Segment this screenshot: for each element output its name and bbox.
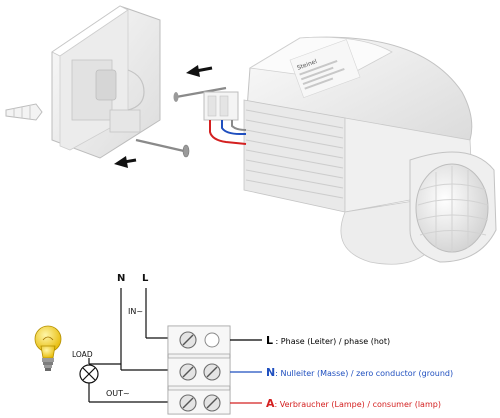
out-label: OUT~: [106, 389, 130, 398]
terminal-strip: [167, 325, 231, 415]
product-label: Steinel: [289, 39, 361, 98]
n-supply-label: N: [117, 273, 125, 284]
terminal-desc-l: Phase (Leiter) / phase (hot): [281, 337, 390, 346]
terminal-legend-n: N: Nulleiter (Masse) / zero conductor (g…: [266, 366, 453, 379]
wall-plug: [5, 103, 43, 121]
screw-lower: [135, 138, 190, 158]
screw-upper: [173, 86, 227, 102]
sensor-housing: Steinel: [243, 36, 497, 265]
terminal-letter-n: N: [266, 366, 275, 379]
lamp-symbol: [79, 364, 99, 384]
light-bulb-icon: [34, 325, 62, 371]
wiring-diagram: N L IN~ OUT~ LOAD: [34, 273, 453, 415]
terminal-legend-l: L : Phase (Leiter) / phase (hot): [266, 334, 390, 347]
terminal-desc-a: Verbraucher (Lampe) / consumer (lamp): [280, 400, 441, 409]
terminal-desc-n: Nulleiter (Masse) / zero conductor (grou…: [280, 369, 453, 378]
arrow-lower: [114, 156, 137, 168]
terminal-letter-a: A: [266, 397, 275, 410]
terminal-connector: [203, 91, 247, 145]
terminal-legend-a: A: Verbraucher (Lampe) / consumer (lamp): [266, 397, 441, 410]
terminal-screw-n: [179, 363, 221, 381]
terminal-screw-l: [179, 331, 220, 349]
arrow-upper: [186, 65, 213, 77]
l-supply-label: L: [142, 273, 149, 284]
load-label: LOAD: [72, 350, 93, 359]
mounting-box: [51, 5, 161, 159]
in-label: IN~: [128, 307, 143, 316]
terminal-screw-a: [179, 394, 221, 412]
terminal-letter-l: L: [266, 334, 273, 347]
